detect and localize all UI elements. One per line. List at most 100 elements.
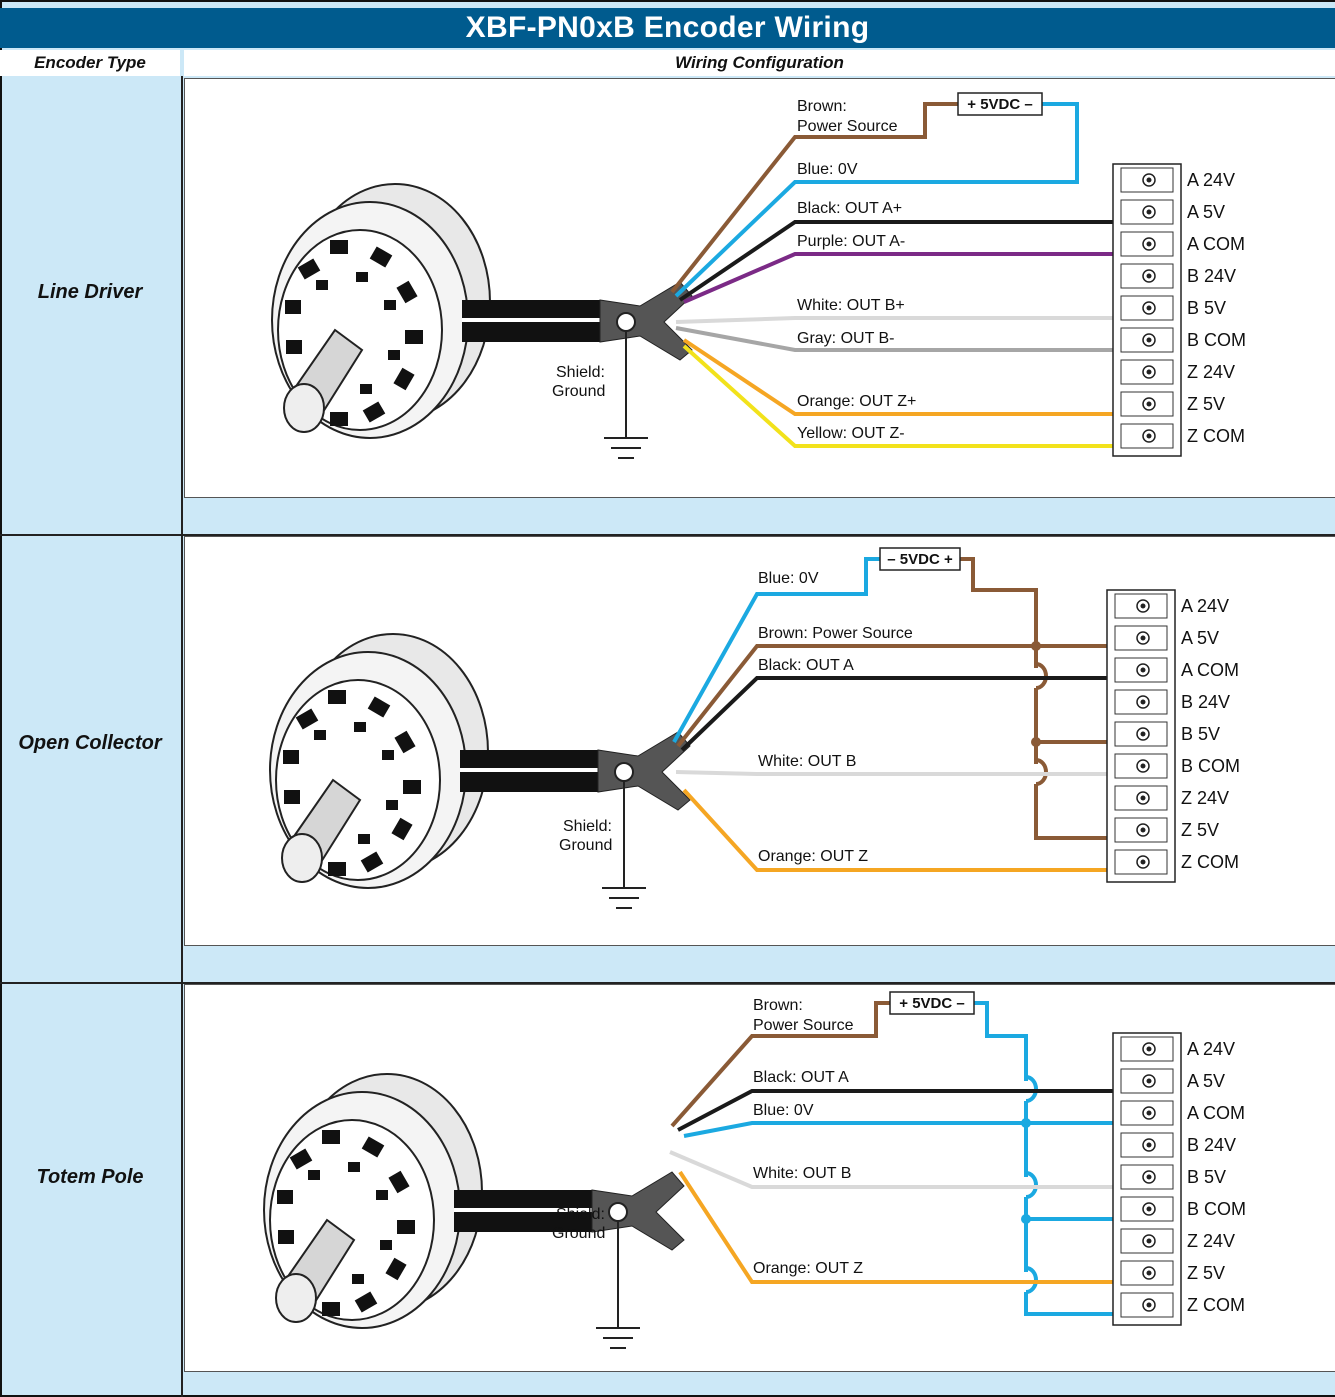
- white-wire: [669, 1150, 1130, 1189]
- wire-label-black: Black: OUT A: [758, 657, 854, 674]
- power-supply-label: + 5VDC –: [899, 995, 964, 1012]
- terminal-label: Z 5V: [1181, 820, 1219, 840]
- page-title: XBF-PN0xB Encoder Wiring: [0, 8, 1335, 48]
- terminal-screw-center: [1146, 1302, 1152, 1308]
- terminal-label: B 5V: [1181, 724, 1220, 744]
- wire-label-blue: Blue: 0V: [753, 1102, 814, 1119]
- header-encoder-type: Encoder Type: [0, 50, 180, 76]
- section-open-collector: Shield: Ground – 5VDC + Blue: 0V Brown: …: [269, 547, 1240, 909]
- header-wiring-configuration: Wiring Configuration: [184, 50, 1335, 76]
- terminal-screw-center: [1140, 699, 1146, 705]
- blue-wire: [672, 557, 880, 743]
- terminal-screw-center: [1140, 731, 1146, 737]
- power-supply-label: + 5VDC –: [967, 96, 1032, 113]
- encoder-illustration: [269, 633, 691, 909]
- terminal-label: A 24V: [1187, 1039, 1235, 1059]
- terminal-label: B 5V: [1187, 1167, 1226, 1187]
- wire-label-brown: Power Source: [753, 1017, 854, 1034]
- power-supply-5vdc: [957, 92, 1043, 116]
- terminal-screw-center: [1140, 859, 1146, 865]
- wire-label-white: White: OUT B+: [797, 297, 905, 314]
- terminal-screw-center: [1146, 1078, 1152, 1084]
- terminal-label: B 5V: [1187, 298, 1226, 318]
- terminal-label: B COM: [1187, 1199, 1246, 1219]
- terminal-label: A 24V: [1181, 596, 1229, 616]
- terminal-label: B COM: [1181, 756, 1240, 776]
- encoder-illustration: [271, 183, 693, 459]
- yellow-wire: [682, 344, 1130, 448]
- section-line-driver: Shield: Ground + 5VDC – Brown: Power Sou…: [271, 92, 1246, 459]
- encoder-type-open-collector: Open Collector: [18, 732, 162, 754]
- encoder-type-totem-pole: Totem Pole: [36, 1166, 144, 1188]
- wire-label-brown: Brown: Power Source: [758, 625, 913, 642]
- black-wire: [678, 220, 1130, 302]
- terminal-screw-center: [1140, 795, 1146, 801]
- terminal-label: Z 5V: [1187, 394, 1225, 414]
- junction-dot: [1031, 641, 1041, 651]
- wire-label-yellow: Yellow: OUT Z-: [797, 425, 905, 442]
- terminal-screw-center: [1146, 433, 1152, 439]
- brown-wire: [670, 1001, 890, 1128]
- blue-wire: [674, 102, 1079, 298]
- terminal-screw-center: [1146, 1270, 1152, 1276]
- power-supply-5vdc: [879, 547, 961, 571]
- terminal-slot: [1120, 423, 1174, 449]
- terminal-screw-center: [1146, 1142, 1152, 1148]
- terminal-label: A 5V: [1187, 202, 1225, 222]
- blue-wire: [683, 1121, 1026, 1138]
- terminal-screw-center: [1140, 763, 1146, 769]
- brown-wire: [670, 102, 958, 294]
- terminal-label: B 24V: [1181, 692, 1230, 712]
- shield-label: Ground: [552, 383, 605, 400]
- terminal-label: A 5V: [1181, 628, 1219, 648]
- wire-label-gray: Gray: OUT B-: [797, 330, 895, 347]
- terminal-label: Z 24V: [1181, 788, 1229, 808]
- terminal-screw-center: [1146, 273, 1152, 279]
- terminal-label: Z 24V: [1187, 1231, 1235, 1251]
- shield-label: Shield:: [563, 818, 612, 835]
- encoder-type-line-driver: Line Driver: [37, 281, 143, 303]
- terminal-label: A 24V: [1187, 170, 1235, 190]
- terminal-screw-center: [1140, 603, 1146, 609]
- junction-dot: [1031, 737, 1041, 747]
- terminal-screw-center: [1146, 1110, 1152, 1116]
- terminal-screw-center: [1146, 1238, 1152, 1244]
- wire-label-brown: Brown:: [753, 997, 803, 1014]
- wire-label-orange: Orange: OUT Z: [753, 1260, 863, 1277]
- wire-label-black: Black: OUT A+: [797, 200, 902, 217]
- terminal-screw-center: [1140, 635, 1146, 641]
- shield-label: Shield:: [556, 364, 605, 381]
- terminal-screw-center: [1146, 1174, 1152, 1180]
- terminal-label: Z COM: [1181, 852, 1239, 872]
- terminal-label: Z 24V: [1187, 362, 1235, 382]
- encoder-illustration: [263, 1073, 685, 1349]
- shield-label: Shield:: [556, 1206, 605, 1223]
- section-totem-pole: Shield: Ground + 5VDC – Brown: Power Sou…: [263, 991, 1246, 1349]
- terminal-slot: [1120, 1132, 1174, 1158]
- terminal-screw-center: [1146, 369, 1152, 375]
- terminal-label: Z COM: [1187, 1295, 1245, 1315]
- terminal-label: Z COM: [1187, 426, 1245, 446]
- purple-wire: [683, 252, 1130, 304]
- brown-wire: [676, 644, 1130, 748]
- terminal-screw-center: [1140, 827, 1146, 833]
- wire-label-white: White: OUT B: [753, 1165, 851, 1182]
- terminal-screw-center: [1146, 337, 1152, 343]
- terminal-label: B COM: [1187, 330, 1246, 350]
- power-supply-5vdc: [889, 991, 975, 1015]
- junction-dot: [1021, 1214, 1031, 1224]
- terminal-screw-center: [1146, 1046, 1152, 1052]
- wire-label-black: Black: OUT A: [753, 1069, 849, 1086]
- terminal-label: B 24V: [1187, 1135, 1236, 1155]
- terminal-label: A COM: [1187, 1103, 1245, 1123]
- terminal-label: B 24V: [1187, 266, 1236, 286]
- orange-wire: [682, 338, 1130, 416]
- terminal-label: A 5V: [1187, 1071, 1225, 1091]
- terminal-screw-center: [1146, 241, 1152, 247]
- orange-wire: [682, 788, 1130, 872]
- wire-label-white: White: OUT B: [758, 753, 856, 770]
